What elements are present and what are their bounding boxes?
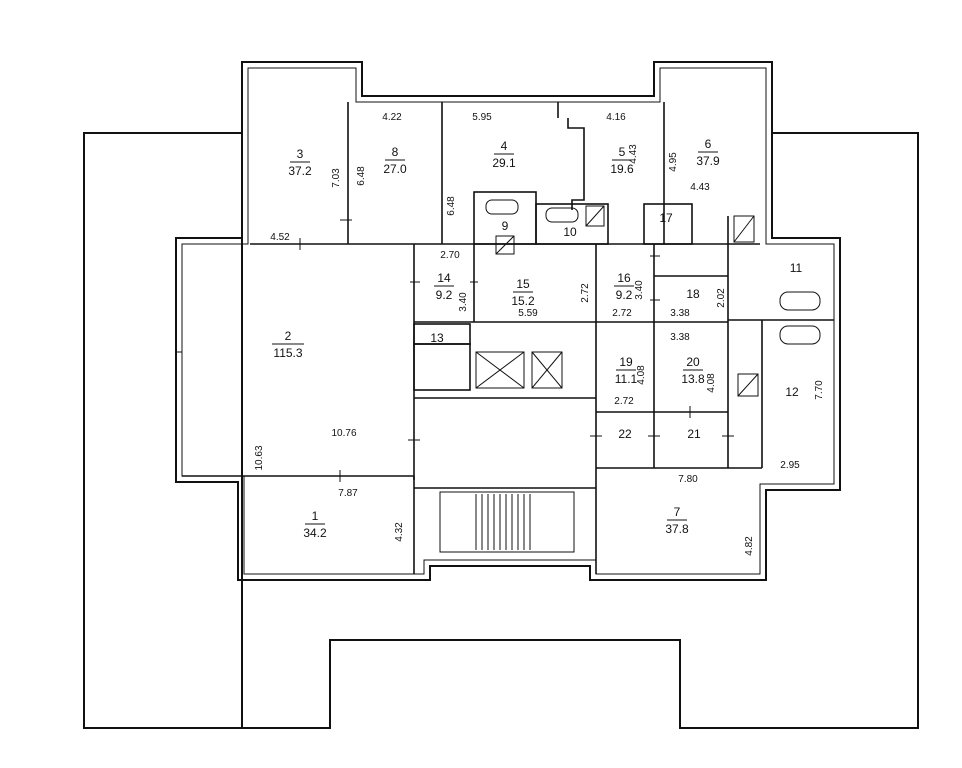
room-12-number: 12 — [785, 385, 799, 399]
room-area: 37.9 — [696, 154, 720, 168]
bath-fixtures — [485, 199, 821, 397]
room-13-number: 13 — [430, 331, 444, 345]
dimension-label: 7.80 — [678, 474, 698, 485]
dimension-label: 6.48 — [356, 166, 367, 186]
dimension-label: 3.40 — [634, 280, 645, 300]
dimension-label: 6.48 — [446, 196, 457, 216]
room-area: 9.2 — [616, 288, 633, 302]
dimension-label: 5.59 — [518, 308, 538, 319]
dimension-label: 4.32 — [394, 522, 405, 542]
site-outline-right — [84, 132, 919, 729]
dimension-label: 2.70 — [440, 250, 460, 261]
room-area: 34.2 — [303, 526, 327, 540]
dimension-label: 4.22 — [382, 112, 402, 123]
dimension-label: 2.72 — [614, 396, 634, 407]
room-number: 6 — [705, 137, 712, 151]
site-outline — [83, 132, 243, 729]
room-4-label: 4 29.1 — [492, 139, 516, 170]
room-area: 9.2 — [436, 288, 453, 302]
room-area: 37.8 — [665, 522, 689, 536]
room-1-label: 1 34.2 — [303, 509, 327, 540]
interior-partitions — [182, 102, 834, 574]
staircase — [439, 491, 575, 553]
room-area: 19.6 — [610, 162, 634, 176]
room-number: 2 — [285, 329, 292, 343]
room-area: 15.2 — [511, 294, 535, 308]
room-8-label: 8 27.0 — [383, 145, 407, 176]
dimension-label: 7.03 — [331, 168, 342, 188]
dimension-label: 4.43 — [628, 144, 639, 164]
room-number: 15 — [516, 277, 530, 291]
room-21-number: 21 — [687, 427, 701, 441]
dimension-label: 4.16 — [606, 112, 626, 123]
room-area: 13.8 — [681, 372, 705, 386]
dimension-label: 4.08 — [636, 365, 647, 385]
room-3-label: 3 37.2 — [288, 147, 312, 178]
dimension-label: 3.40 — [458, 292, 469, 312]
dimension-labels: 4.52 7.03 4.22 6.48 6.48 5.95 4.16 4.43 … — [254, 112, 825, 556]
room-16-label: 16 9.2 — [614, 271, 634, 302]
room-17-number: 17 — [659, 211, 673, 225]
dimension-label: 4.95 — [668, 152, 679, 172]
room-19-label: 19 11.1 — [615, 355, 638, 386]
room-number: 16 — [617, 271, 631, 285]
dimension-label: 2.72 — [580, 283, 591, 303]
room-area: 37.2 — [288, 164, 312, 178]
room-number: 4 — [501, 139, 508, 153]
room-number: 20 — [686, 355, 700, 369]
dimension-label: 2.72 — [612, 308, 632, 319]
dimension-label: 10.63 — [254, 445, 265, 470]
room-area: 115.3 — [273, 346, 302, 360]
room-2-label: 2 115.3 — [272, 329, 304, 360]
dimension-label: 5.95 — [472, 112, 492, 123]
room-9-number: 9 — [502, 219, 509, 233]
dimension-label: 10.76 — [331, 428, 356, 439]
room-area: 27.0 — [383, 162, 407, 176]
dimension-label: 4.82 — [744, 536, 755, 556]
dimension-label: 2.95 — [780, 460, 800, 471]
room-number: 19 — [619, 355, 633, 369]
room-area: 11.1 — [615, 372, 638, 386]
room-labels: 3 37.2 8 27.0 4 29.1 5 19.6 6 37.9 9 10 … — [272, 137, 803, 540]
room-10-number: 10 — [563, 225, 577, 239]
room-5-label: 5 19.6 — [610, 145, 634, 176]
dimension-label: 7.70 — [814, 380, 825, 400]
dimension-label: 3.38 — [670, 308, 690, 319]
room-15-label: 15 15.2 — [511, 277, 535, 308]
room-number: 14 — [437, 271, 451, 285]
dimension-label: 7.87 — [338, 488, 358, 499]
room-11-number: 11 — [790, 261, 803, 275]
room-number: 5 — [619, 145, 626, 159]
room-18-number: 18 — [686, 287, 700, 301]
dimension-label: 2.02 — [716, 288, 727, 308]
room-number: 8 — [392, 145, 399, 159]
dimension-label: 3.38 — [670, 332, 690, 343]
room-22-number: 22 — [618, 427, 632, 441]
elevator-shaft — [475, 351, 563, 389]
dimension-ticks — [176, 219, 734, 482]
room-number: 3 — [297, 147, 304, 161]
room-number: 7 — [674, 505, 681, 519]
dimension-label: 4.43 — [690, 182, 710, 193]
room-14-label: 14 9.2 — [434, 271, 454, 302]
room-7-label: 7 37.8 — [665, 505, 689, 536]
room-20-label: 20 13.8 — [681, 355, 705, 386]
room-6-label: 6 37.9 — [696, 137, 720, 168]
dimension-label: 4.08 — [706, 373, 717, 393]
room-number: 1 — [312, 509, 319, 523]
dimension-label: 4.52 — [270, 232, 290, 243]
building-outer-walls — [175, 61, 841, 581]
room-area: 29.1 — [492, 156, 516, 170]
